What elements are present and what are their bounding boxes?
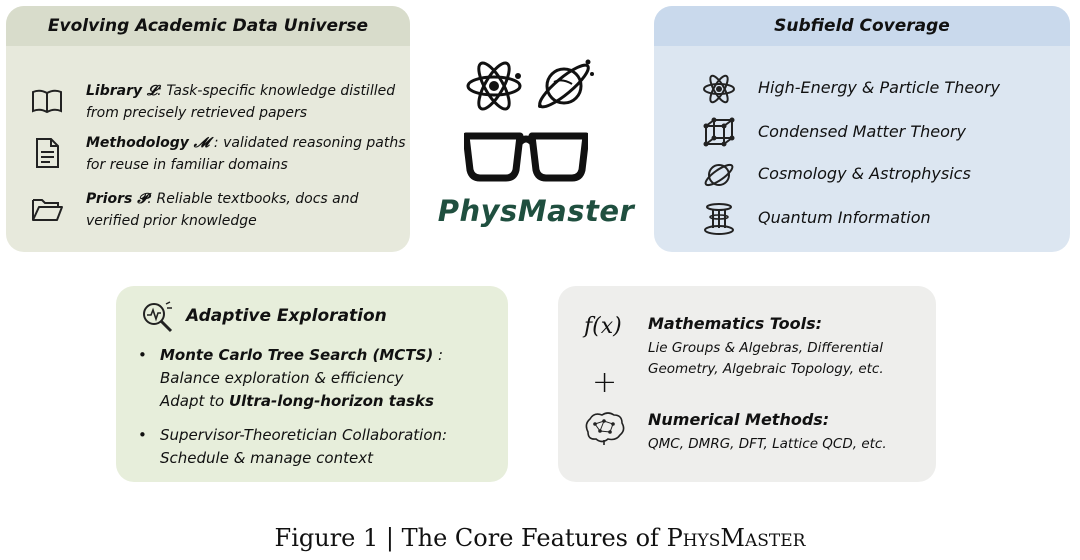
math-tools-desc: Lie Groups & Algebras, Differential Geom… <box>648 340 884 377</box>
planet-logo-icon <box>538 59 594 109</box>
subfield-item-condensed-matter: Condensed Matter Theory <box>702 116 1062 152</box>
subfield-label: Quantum Information <box>758 208 931 227</box>
priors-desc: : Reliable textbooks, docs and verified … <box>86 191 359 229</box>
methodology-desc: : validated reasoning paths for reuse in… <box>86 135 406 173</box>
collaboration-bullet: •Supervisor-Theoretician Collaboration: <box>138 426 448 444</box>
book-icon <box>32 89 62 114</box>
figure-caption: Figure 1 | The Core Features of PhysMast… <box>0 524 1080 552</box>
subfield-coverage-title: Subfield Coverage <box>654 6 1070 46</box>
lattice-cube-icon <box>703 117 735 147</box>
physmaster-logo-text: PhysMaster <box>437 194 635 228</box>
collaboration-label: Supervisor-Theoretician Collaboration: <box>160 426 448 444</box>
ultra-long-horizon-text: Ultra-long-horizon tasks <box>228 392 434 410</box>
academic-data-card: Evolving Academic Data Universe Library … <box>6 6 410 252</box>
methodology-name: Methodology 𝓜 <box>86 135 210 151</box>
mcts-bullet: •Monte Carlo Tree Search (MCTS) : <box>138 346 444 364</box>
glasses-logo-icon <box>464 132 588 182</box>
brain-network-icon <box>585 412 625 445</box>
plus-icon: + <box>592 365 618 400</box>
library-desc: : Task-specific knowledge distilled from… <box>86 83 396 121</box>
numerical-methods-title: Numerical Methods: <box>648 410 830 429</box>
function-fx-icon: f(x) <box>584 314 622 339</box>
mcts-suffix: : <box>433 346 444 364</box>
subfield-item-cosmology: Cosmology & Astrophysics <box>702 158 1062 194</box>
folder-icon <box>32 199 63 221</box>
search-analysis-icon <box>143 301 173 333</box>
library-name: Library 𝓛 <box>86 83 158 99</box>
caption-name: PhysMaster <box>666 524 806 552</box>
academic-data-title: Evolving Academic Data Universe <box>6 6 410 46</box>
adaptive-exploration-card: Adaptive Exploration •Monte Carlo Tree S… <box>116 286 508 482</box>
tools-card: f(x) Mathematics Tools: Lie Groups & Alg… <box>558 286 936 482</box>
caption-prefix: Figure 1 | The Core Features of <box>274 524 667 552</box>
mcts-sub-1: Balance exploration & efficiency <box>160 369 404 387</box>
subfield-label: Cosmology & Astrophysics <box>758 164 971 183</box>
subfield-label: Condensed Matter Theory <box>758 122 966 141</box>
adaptive-exploration-title: Adaptive Exploration <box>186 306 387 326</box>
atom-icon <box>703 74 735 104</box>
document-icon <box>36 138 59 168</box>
priors-name: Priors 𝓟 <box>86 191 148 207</box>
planet-icon <box>704 163 734 187</box>
subfield-coverage-card: Subfield Coverage High-Energy & Particle… <box>654 6 1070 252</box>
math-tools-title: Mathematics Tools: <box>648 314 823 333</box>
subfield-item-quantum: Quantum Information <box>702 202 1062 238</box>
subfield-item-high-energy: High-Energy & Particle Theory <box>702 72 1062 108</box>
subfield-label: High-Energy & Particle Theory <box>758 78 1001 97</box>
mcts-sub-2: Adapt to Ultra-long-horizon tasks <box>160 392 434 410</box>
quantum-chip-icon <box>704 203 734 235</box>
atom-logo-icon <box>466 61 522 111</box>
mcts-label: Monte Carlo Tree Search (MCTS) <box>160 346 434 364</box>
numerical-methods-desc: QMC, DMRG, DFT, Lattice QCD, etc. <box>648 436 887 452</box>
collaboration-sub: Schedule & manage context <box>160 449 373 467</box>
